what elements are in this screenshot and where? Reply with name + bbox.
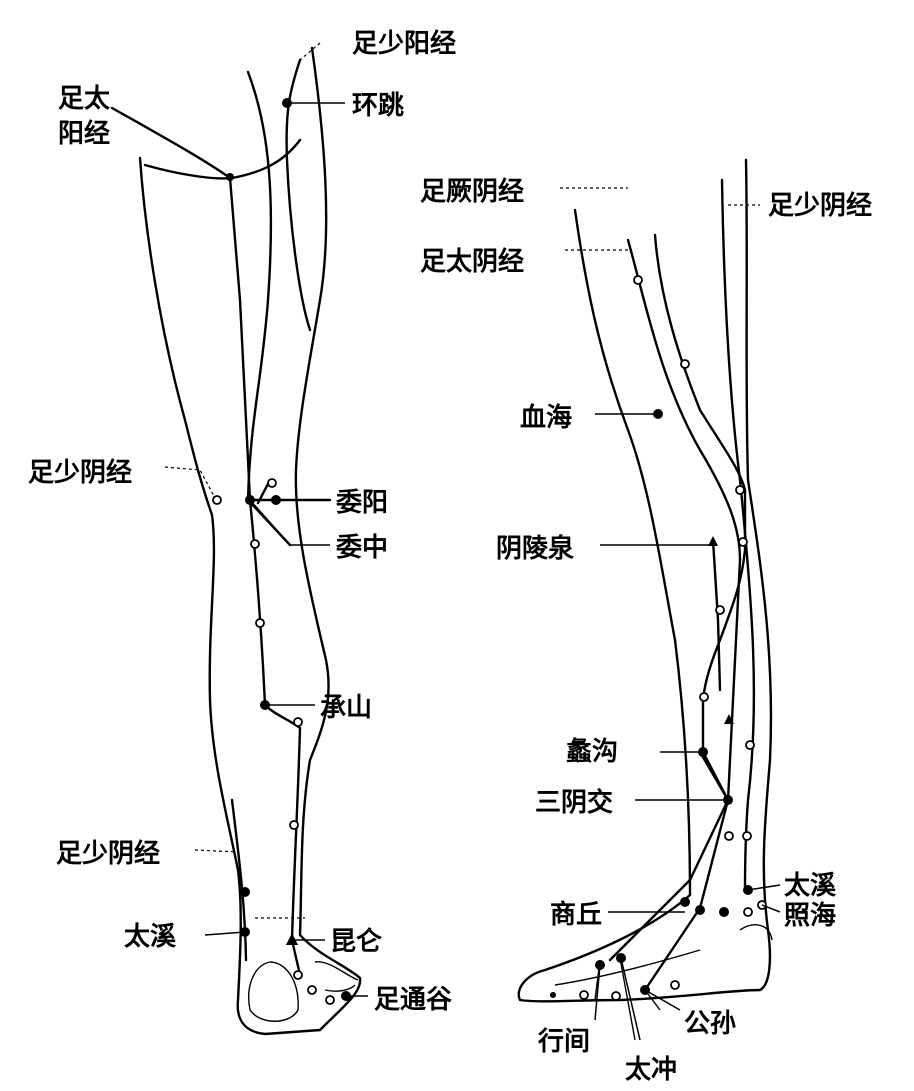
- point-rangu-open: [670, 980, 680, 990]
- left-leg: 足少阳经 环跳 足太 阳经 足少阴经 委阳 委中 承山 足少阴经 太溪 昆仑 足…: [28, 28, 456, 1036]
- leader-shaoyang: [299, 42, 321, 61]
- left-leg-outer-contour: [138, 156, 322, 1036]
- label-gongsun: 公孙: [684, 1009, 736, 1039]
- calf-line: [248, 498, 302, 977]
- label-kunlun: 昆仑: [330, 926, 383, 957]
- label-zu-shaoyang-jing: 足少阳经: [352, 28, 456, 59]
- leader-weizhong: [249, 499, 330, 546]
- label-shangqiu: 商丘: [550, 899, 602, 930]
- sanyinjiao-line: [608, 750, 730, 962]
- leader-zhaohai: [761, 904, 781, 913]
- point-weiyang-open: [267, 478, 277, 488]
- point-shenmai: [307, 985, 317, 995]
- point-taibai: [611, 991, 621, 1001]
- point-lougu: [724, 714, 734, 724]
- point-jimen: [633, 275, 643, 285]
- point-yinbai: [550, 992, 556, 998]
- ankle-outline: [739, 924, 773, 941]
- leader-taichong: [620, 957, 641, 1041]
- label-xuehai: 血海: [520, 403, 572, 433]
- point-jiaoxin-r: [742, 831, 752, 841]
- leader-shaoyin-low: [194, 849, 239, 853]
- point-ququan: [680, 359, 690, 369]
- point-dadu: [579, 990, 589, 1000]
- foot-inner-lines: [554, 949, 701, 1041]
- point-pucan: [293, 970, 303, 980]
- right-leg: 足厥阴经 足少阴经 足太阴经 血海 阴陵泉 蠡沟 三阴交 商丘 太溪 照海 行间…: [420, 158, 872, 1085]
- label-zu-taiyang-jing-1: 足太: [58, 84, 111, 114]
- point-yinlingquan-open: [738, 537, 748, 547]
- point-jinggu: [325, 995, 335, 1005]
- label-chengshan: 承山: [320, 693, 372, 723]
- label-zu-taiyin-jing: 足太阴经: [420, 246, 524, 277]
- point-shangqiu: [680, 897, 690, 907]
- point-yinlingquan: [708, 536, 718, 546]
- label-zu-shaoyin-jing-mid: 足少阴经: [28, 457, 132, 488]
- bladder-lateral-line: [285, 58, 312, 332]
- label-huantiao: 环跳: [352, 91, 404, 121]
- point-rangu: [719, 907, 729, 917]
- point-shuiquan: [743, 907, 753, 917]
- left-leg-inner-contour: [294, 46, 362, 1032]
- label-zu-shaoyin-jing-right: 足少阴经: [768, 190, 872, 221]
- foot-toes: [314, 961, 359, 992]
- point-zhongdu: [699, 692, 709, 702]
- kidney-meridian: [720, 178, 756, 892]
- leader-taixi-right: [747, 884, 781, 891]
- point-fuliu-r: [724, 831, 734, 841]
- point-zhongfeng: [695, 905, 705, 915]
- heel-outline: [248, 961, 299, 1022]
- label-sanyinjiao: 三阴交: [535, 787, 613, 818]
- liver-meridian: [653, 233, 747, 802]
- point-kunlun: [286, 933, 298, 945]
- label-zu-taiyang-jing-2: 阳经: [58, 118, 110, 149]
- label-zutonggu: 足通谷: [374, 985, 453, 1015]
- label-taichong: 太冲: [625, 1055, 677, 1085]
- label-xingjian: 行间: [537, 1026, 590, 1057]
- spleen-meridian: [626, 238, 742, 992]
- point-yingu: [212, 495, 222, 505]
- leader-shaoyin-mid: [164, 466, 216, 499]
- point-feiyang: [293, 717, 303, 727]
- label-weizhong: 委中: [336, 533, 388, 563]
- point-yingu-r: [735, 485, 745, 495]
- point-fuliu: [240, 887, 250, 897]
- point-diji: [715, 605, 725, 615]
- gallbladder-line: [246, 70, 273, 502]
- point-fuyang: [289, 820, 299, 830]
- point-jiaoxin: [745, 740, 755, 750]
- label-taixi-left: 太溪: [124, 922, 177, 952]
- leader-taixi-left: [204, 931, 246, 936]
- leader-gongsun: [644, 989, 681, 1011]
- point-heyang: [250, 539, 260, 549]
- leader-xingjian: [594, 964, 601, 1021]
- label-weiyang: 委阳: [336, 488, 388, 518]
- taiyang-upper-line: [110, 106, 252, 502]
- point-thigh: [226, 173, 234, 181]
- point-chengjin: [255, 618, 265, 628]
- label-taixi-right: 太溪: [784, 871, 837, 901]
- label-ligou: 蠡沟: [566, 736, 618, 767]
- label-yinlingquan: 阴陵泉: [496, 533, 575, 564]
- yinlingquan-line: [711, 538, 722, 692]
- inner-ankle-line: [230, 798, 248, 962]
- right-leg-back-contour: [573, 208, 692, 897]
- label-zu-shaoyin-jing-low: 足少阴经: [56, 838, 160, 869]
- label-zhaohai: 照海: [784, 901, 836, 931]
- foot-dorsum: [517, 893, 762, 1003]
- label-zu-jueyin-jing: 足厥阴经: [420, 176, 524, 207]
